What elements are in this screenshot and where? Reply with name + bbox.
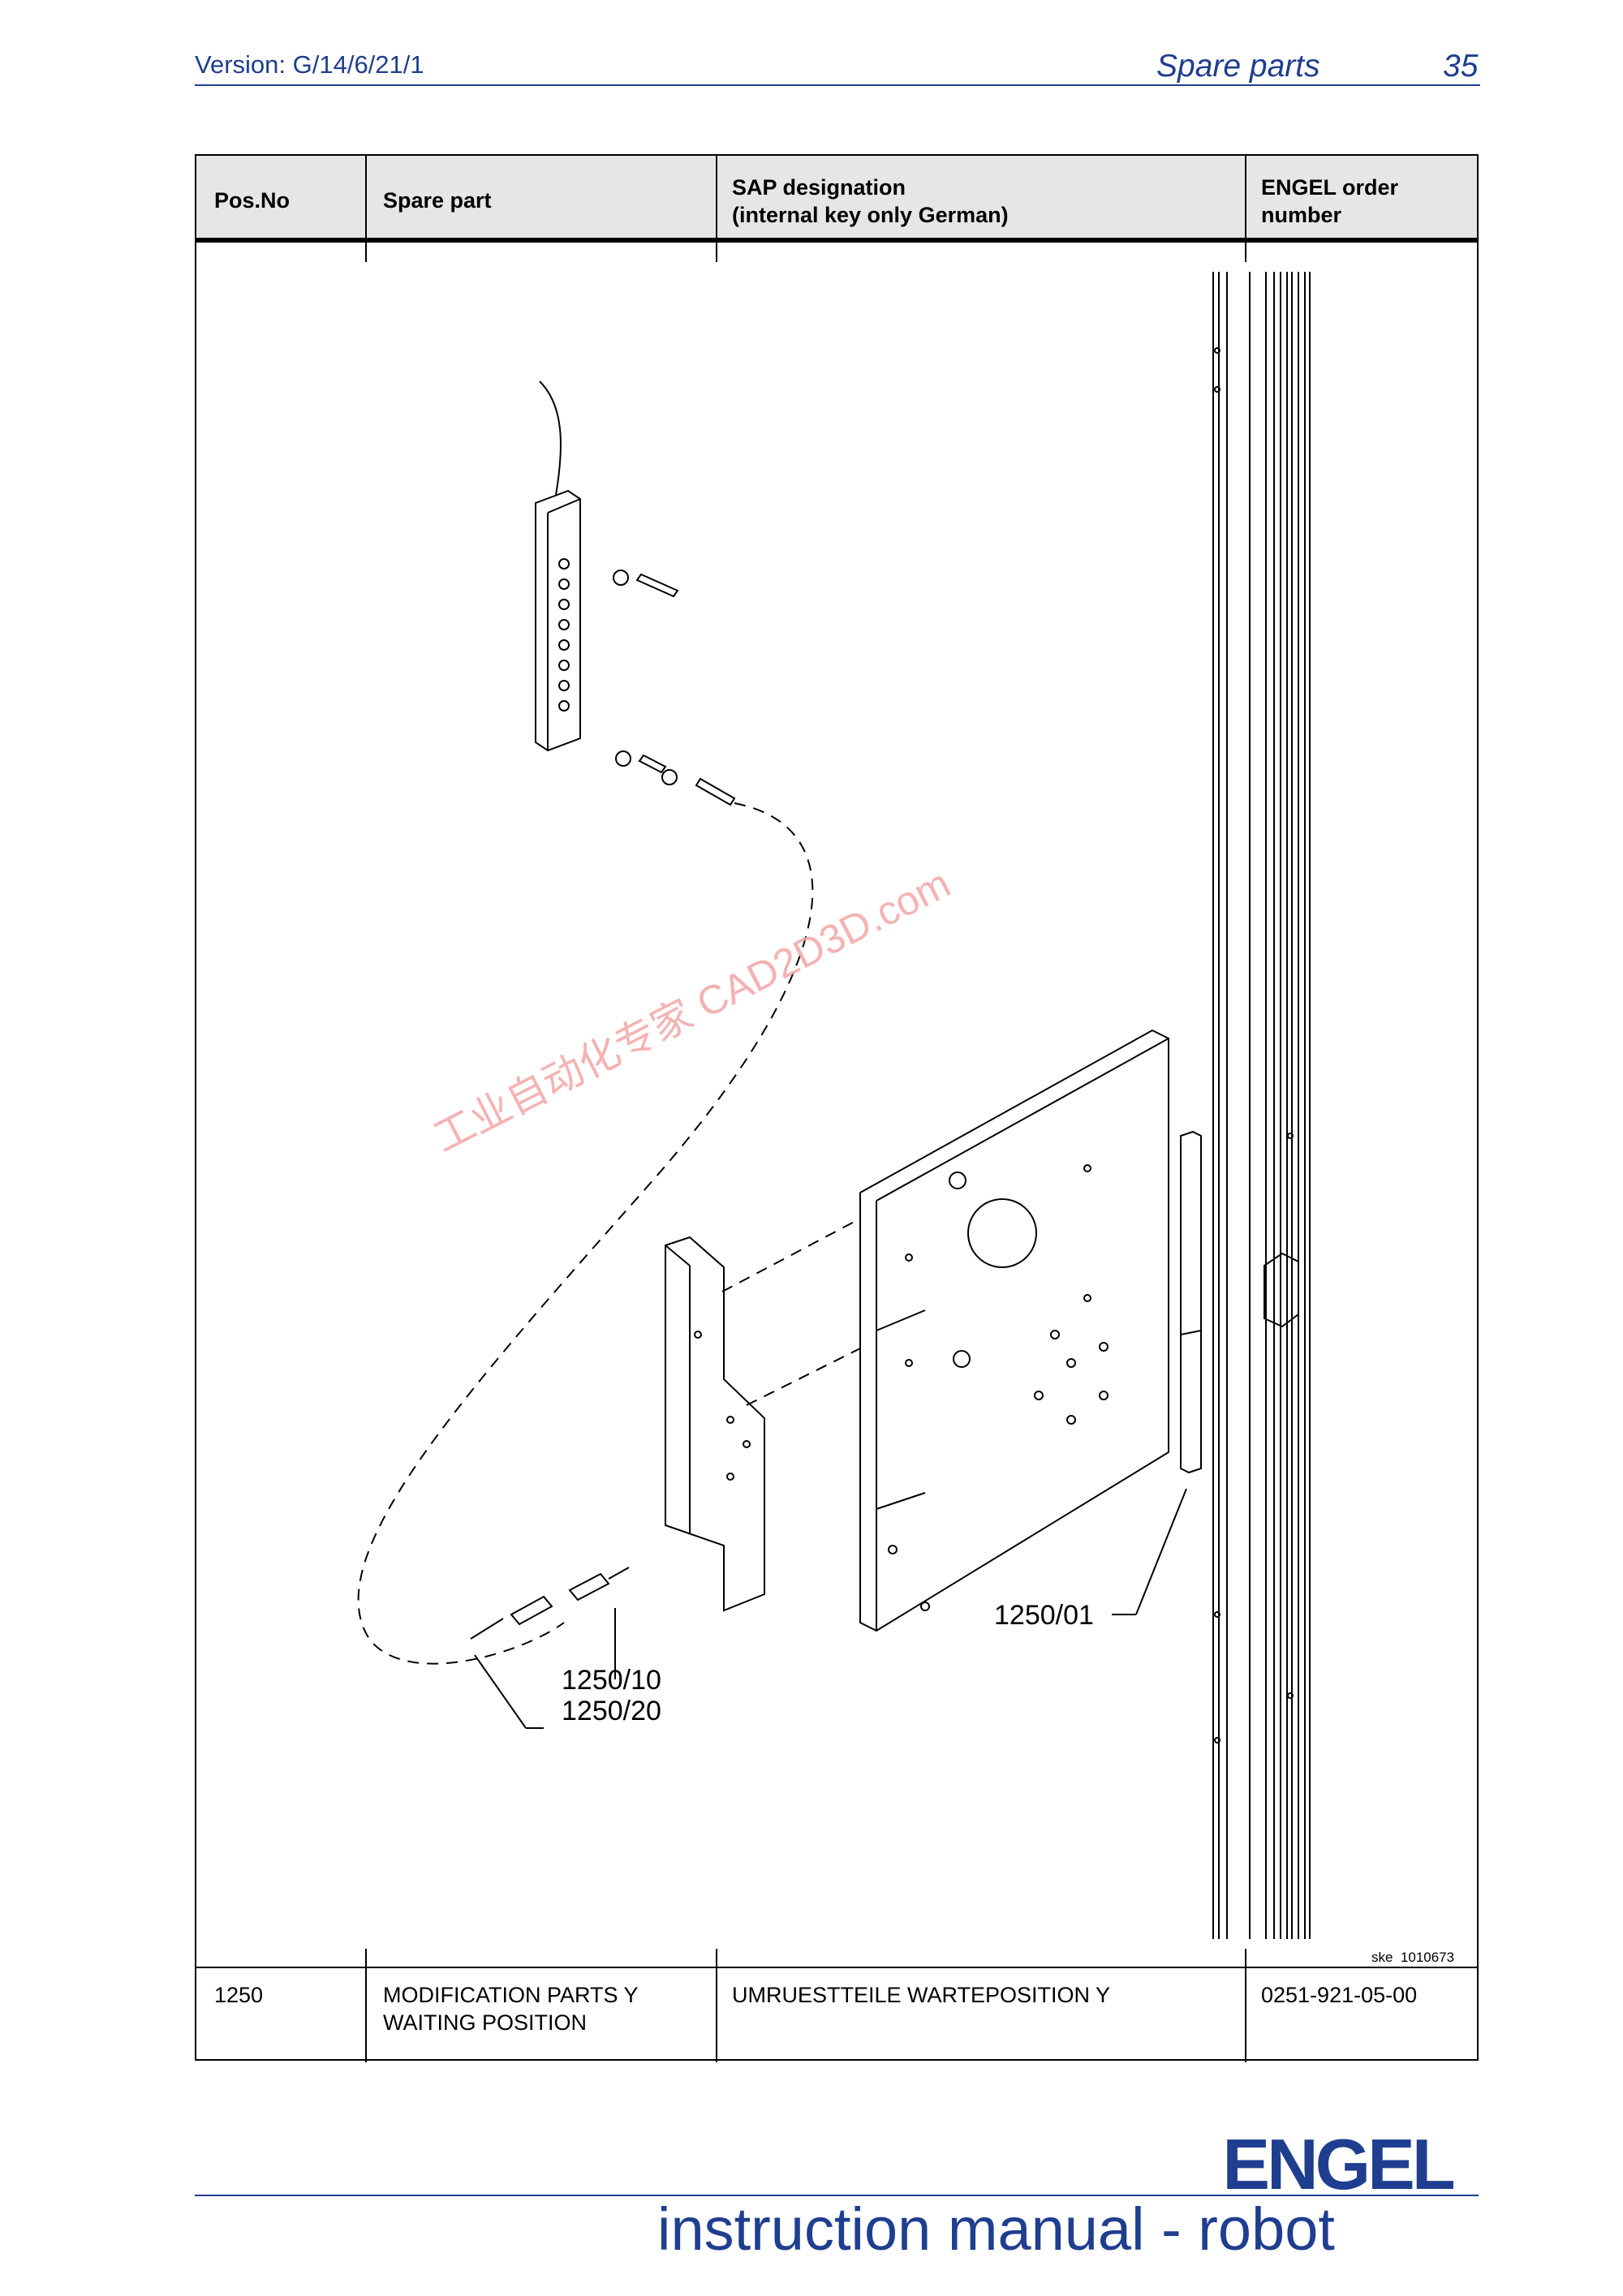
screws	[613, 570, 736, 806]
cell-sap-designation: UMRUESTTEILE WARTEPOSITION Y	[732, 1983, 1111, 2007]
exploded-assembly-drawing: 1250/01 1250/10 1250/20 ske_1010673	[357, 272, 1454, 1963]
sensor-cable	[357, 802, 814, 1665]
spare-parts-table: Pos.No Spare part SAP designation (inter…	[195, 154, 1479, 2062]
divider	[365, 156, 367, 243]
divider	[716, 156, 717, 243]
cell-spare-part: MODIFICATION PARTS Y WAITING POSITION	[383, 1983, 639, 2035]
divider	[365, 243, 367, 262]
col-pos-no: Pos.No	[214, 188, 291, 213]
side-strip	[1180, 1130, 1202, 1474]
cable	[539, 381, 562, 496]
col-sap-designation: SAP designation (internal key only Germa…	[732, 175, 1009, 227]
divider	[716, 1949, 717, 2062]
divider	[1245, 243, 1246, 262]
version-label: Version: G/14/6/21/1	[195, 50, 424, 79]
leader-1250-01	[1135, 1488, 1187, 1615]
table-header: Pos.No Spare part SAP designation (inter…	[196, 156, 1477, 243]
divider	[716, 243, 717, 262]
svg-text:ENGEL: ENGEL	[1222, 2134, 1453, 2194]
label-1250-10: 1250/10	[562, 1665, 661, 1696]
section-title: Spare parts	[1156, 49, 1320, 84]
engel-logo: ENGEL	[1196, 2134, 1479, 2194]
leader-1250-20	[474, 1654, 527, 1729]
col-order-number: ENGEL order number	[1261, 175, 1399, 227]
manual-title: instruction manual - robot	[657, 2195, 1335, 2263]
cell-order-number: 0251-921-05-00	[1261, 1983, 1418, 2007]
sketch-id: ske_1010673	[1371, 1950, 1454, 1963]
row-rule	[196, 1967, 1477, 1968]
bracket-plate	[665, 1236, 765, 1612]
proximity-sensor	[470, 1567, 630, 1640]
divider	[365, 1949, 367, 2062]
divider	[1245, 1949, 1246, 2062]
valve-terminal	[535, 489, 581, 752]
col-spare-part: Spare part	[383, 188, 492, 213]
page-number: 35	[1443, 49, 1479, 84]
label-1250-20: 1250/20	[562, 1696, 661, 1726]
label-1250-01: 1250/01	[994, 1600, 1094, 1631]
y-axis-rail	[1212, 272, 1311, 1939]
mounting-plate	[859, 1029, 1169, 1632]
header-rule	[195, 84, 1480, 86]
footer-rule	[195, 2195, 1479, 2196]
divider	[1245, 156, 1246, 243]
cell-pos-no: 1250	[214, 1983, 264, 2007]
